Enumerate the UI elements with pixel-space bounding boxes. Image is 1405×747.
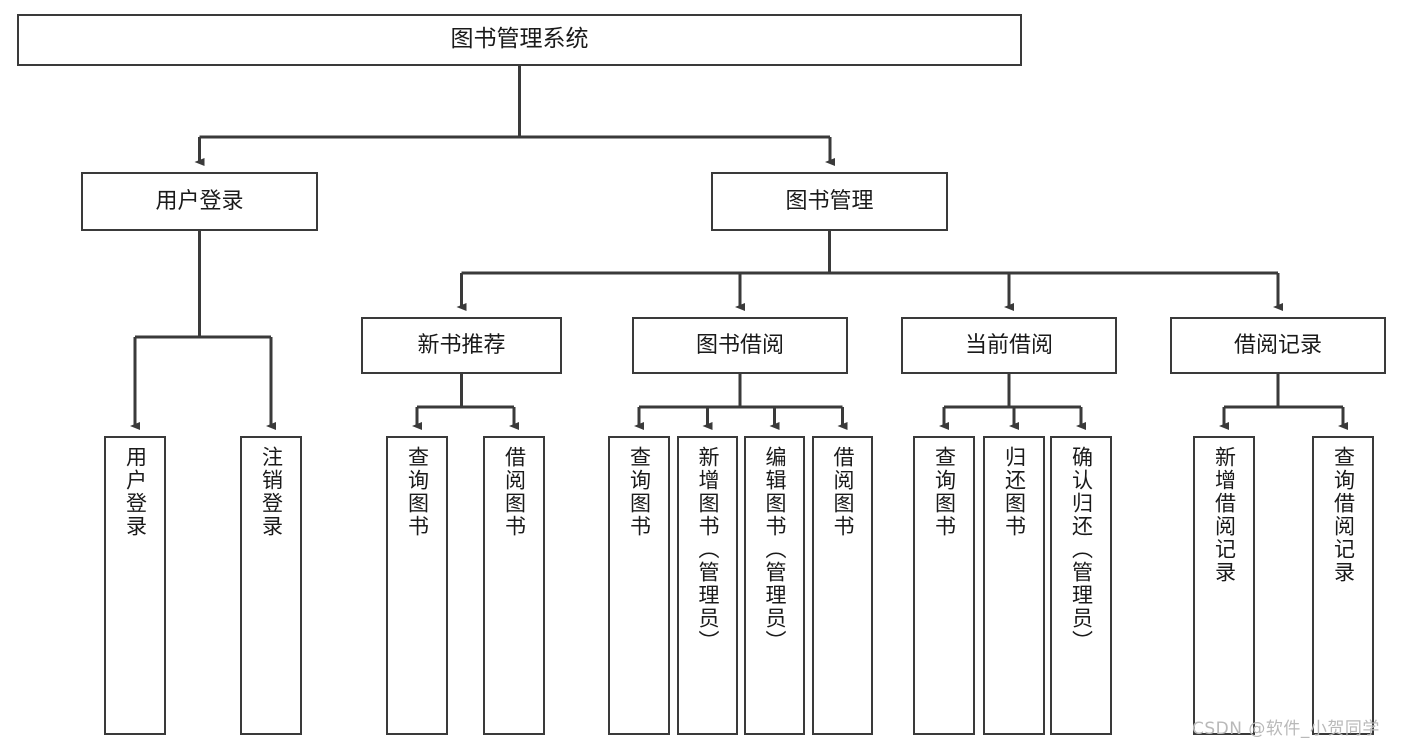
leaf-add-book-admin[interactable]: 新增图书（管理员） — [677, 436, 738, 735]
leaf-borrow-book-recommend[interactable]: 借阅图书 — [483, 436, 545, 735]
leaf-edit-book-admin[interactable]: 编辑图书（管理员） — [744, 436, 805, 735]
node-borrow-records[interactable]: 借阅记录 — [1170, 317, 1386, 374]
leaf-query-borrow-record[interactable]: 查询借阅记录 — [1312, 436, 1374, 735]
leaf-edit-book-admin-label: 编辑图书（管理员） — [763, 446, 787, 653]
leaf-confirm-return-admin-label: 确认归还（管理员） — [1069, 446, 1094, 653]
leaf-add-borrow-record[interactable]: 新增借阅记录 — [1193, 436, 1255, 735]
leaf-return-book-label: 归还图书 — [1002, 446, 1027, 538]
leaf-confirm-return-admin[interactable]: 确认归还（管理员） — [1050, 436, 1112, 735]
node-current-borrow-label: 当前借阅 — [964, 332, 1053, 358]
leaf-logout[interactable]: 注销登录 — [240, 436, 302, 735]
node-book-borrow-label: 图书借阅 — [695, 332, 784, 358]
node-root[interactable]: 图书管理系统 — [17, 14, 1022, 66]
node-new-book-recommend[interactable]: 新书推荐 — [361, 317, 562, 374]
leaf-query-book-recommend-label: 查询图书 — [405, 446, 430, 538]
leaf-query-book-borrow-label: 查询图书 — [627, 446, 652, 538]
leaf-query-book-borrow[interactable]: 查询图书 — [608, 436, 670, 735]
leaf-borrow-book[interactable]: 借阅图书 — [812, 436, 873, 735]
node-book-management[interactable]: 图书管理 — [711, 172, 948, 231]
leaf-borrow-book-label: 借阅图书 — [831, 446, 855, 538]
node-book-borrow[interactable]: 图书借阅 — [632, 317, 848, 374]
node-borrow-records-label: 借阅记录 — [1233, 332, 1322, 358]
node-user-login-label: 用户登录 — [155, 188, 244, 214]
leaf-add-book-admin-label: 新增图书（管理员） — [696, 446, 720, 653]
leaf-query-book-current[interactable]: 查询图书 — [913, 436, 975, 735]
leaf-query-book-recommend[interactable]: 查询图书 — [386, 436, 448, 735]
node-book-management-label: 图书管理 — [785, 188, 874, 214]
node-current-borrow[interactable]: 当前借阅 — [901, 317, 1117, 374]
leaf-user-login-label: 用户登录 — [123, 446, 148, 538]
node-user-login[interactable]: 用户登录 — [81, 172, 318, 231]
leaf-borrow-book-recommend-label: 借阅图书 — [502, 446, 527, 538]
leaf-user-login[interactable]: 用户登录 — [104, 436, 166, 735]
leaf-query-borrow-record-label: 查询借阅记录 — [1331, 446, 1356, 584]
leaf-logout-label: 注销登录 — [259, 446, 284, 538]
leaf-query-book-current-label: 查询图书 — [932, 446, 957, 538]
leaf-return-book[interactable]: 归还图书 — [983, 436, 1045, 735]
leaf-add-borrow-record-label: 新增借阅记录 — [1212, 446, 1237, 584]
watermark: CSDN @软件_小贺同学 — [1192, 719, 1380, 739]
node-root-label: 图书管理系统 — [450, 26, 589, 53]
node-new-book-recommend-label: 新书推荐 — [417, 332, 506, 358]
